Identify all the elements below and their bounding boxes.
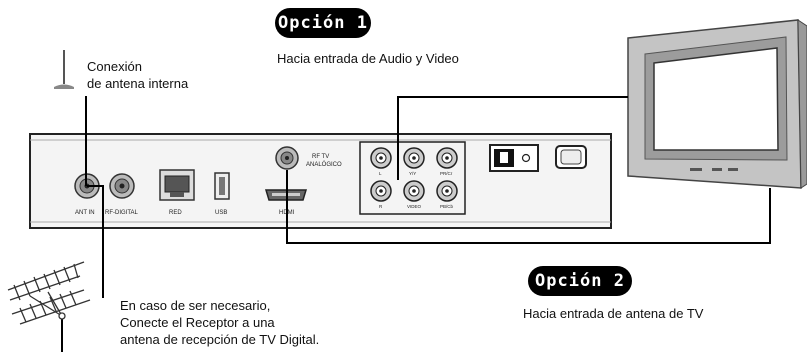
tv-antenna-icon — [7, 261, 91, 325]
rca-video-label: VIDEO — [407, 204, 422, 209]
ethernet-port — [159, 169, 195, 201]
usb-label: USB — [215, 210, 227, 216]
rf-tv-label-line2: ANALÓGICO — [306, 161, 342, 168]
rca-block — [359, 141, 466, 215]
rf-digital-connector — [109, 173, 135, 199]
internal-antenna-icon — [54, 50, 74, 89]
rf-tv-analog-connector — [275, 146, 299, 170]
internal-antenna-label-line1: Conexión — [87, 59, 142, 74]
rca-r-label: R — [379, 204, 383, 209]
rf-digital-label: RF-DIGITAL — [105, 210, 139, 216]
external-antenna-cable — [87, 185, 104, 298]
rca-l-jack — [370, 147, 392, 169]
rca-l-label: L — [379, 171, 382, 176]
rf-tv-label-line1: RF TV — [312, 154, 329, 160]
rca-y-label: Y/Y — [409, 171, 416, 176]
power-socket — [555, 145, 587, 169]
option-1-caption: Hacia entrada de Audio y Video — [277, 51, 459, 66]
rca-pb-jack — [436, 180, 458, 202]
external-antenna-note-line2: Conecte el Receptor a una — [120, 315, 275, 330]
external-antenna-note-line1: En caso de ser necesario, — [120, 298, 271, 313]
television-icon — [627, 19, 807, 189]
internal-antenna-label-line2: de antena interna — [87, 76, 189, 91]
option-2-cable — [286, 170, 771, 244]
option-1-badge: Opción 1 — [275, 8, 371, 38]
rca-pb-label: PB/Cb — [440, 204, 454, 209]
option-2-badge: Opción 2 — [528, 266, 632, 296]
external-antenna-note-line3: antena de recepción de TV Digital. — [120, 332, 320, 347]
usb-port — [214, 172, 230, 200]
red-label: RED — [169, 210, 182, 216]
option-1-cable — [397, 96, 628, 180]
rca-pr-label: PR/Cr — [440, 171, 453, 176]
rca-y-jack — [403, 147, 425, 169]
option-2-caption: Hacia entrada de antena de TV — [523, 306, 704, 321]
rca-r-jack — [370, 180, 392, 202]
rca-pr-jack — [436, 147, 458, 169]
ant-in-label: ANT IN — [75, 210, 95, 216]
rca-video-jack — [403, 180, 425, 202]
power-switch — [489, 144, 539, 172]
